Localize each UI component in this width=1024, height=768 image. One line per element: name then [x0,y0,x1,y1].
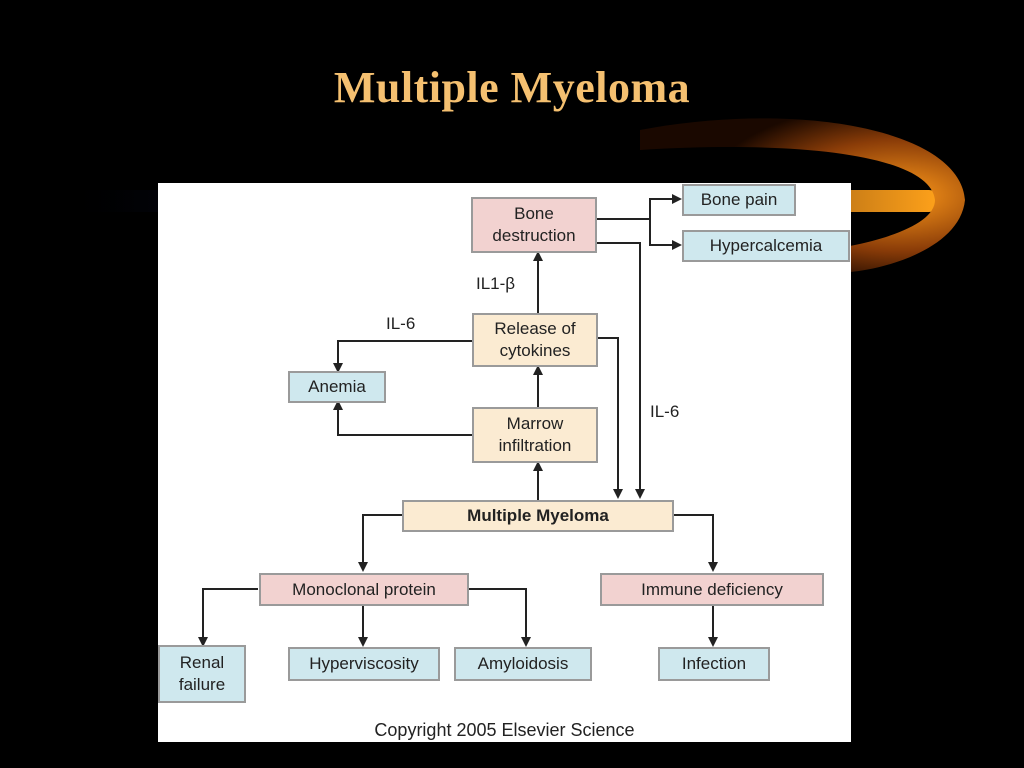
arrow-cytokines-myeloma [598,337,623,499]
node-renal-failure: Renal failure [158,645,246,703]
myeloma-diagram: Bone destruction Bone pain Hypercalcemia… [158,183,851,742]
node-anemia: Anemia [288,371,386,403]
node-marrow-infiltration: Marrow infiltration [472,407,598,463]
node-multiple-myeloma: Multiple Myeloma [402,500,674,532]
arrow-il6-anemia [333,340,473,373]
connector-arrows [198,194,718,647]
arrow-renal-failure [198,588,258,647]
arrow-marrow-anemia [333,400,473,436]
arrow-myeloma-monoclonal [358,514,402,572]
node-amyloidosis: Amyloidosis [454,647,592,681]
arrow-myeloma-immune [673,514,718,572]
node-hyperviscosity: Hyperviscosity [288,647,440,681]
arrow-amyloidosis [468,588,531,647]
arrow-hypercalcemia [649,219,682,250]
node-bone-destruction: Bone destruction [471,197,597,253]
node-monoclonal-protein: Monoclonal protein [259,573,469,606]
node-hypercalcemia: Hypercalcemia [682,230,850,262]
label-il1-beta: IL1-β [476,274,516,293]
arrow-bone-pain [596,194,682,220]
node-infection: Infection [658,647,770,681]
node-release-of-cytokines: Release of cytokines [472,313,598,367]
arrow-il6-myeloma [596,242,645,499]
node-bone-pain: Bone pain [682,184,796,216]
slide-title: Multiple Myeloma [333,63,691,112]
label-il6-right: IL-6 [650,402,680,421]
label-il6-left: IL-6 [386,314,416,333]
node-immune-deficiency: Immune deficiency [600,573,824,606]
copyright-notice: Copyright 2005 Elsevier Science [374,720,635,740]
